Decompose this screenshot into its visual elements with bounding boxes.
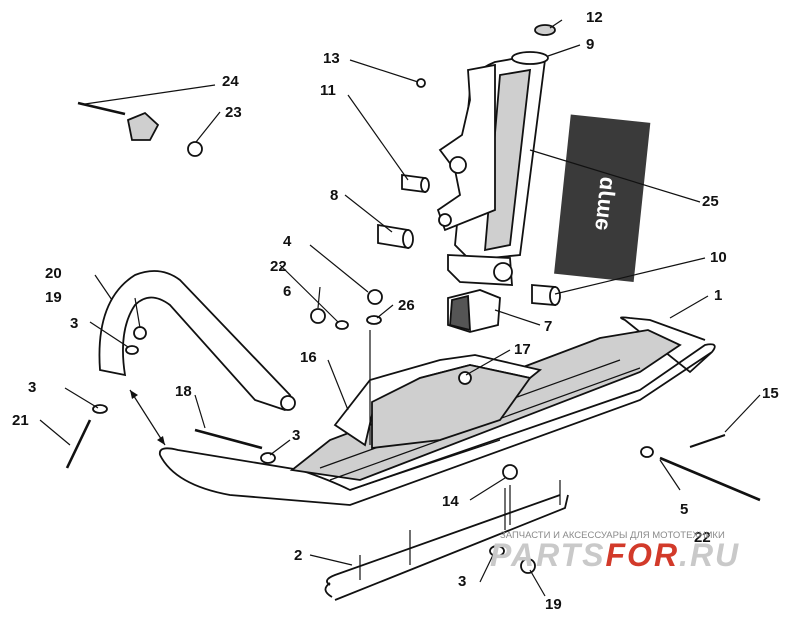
callout-label: 1: [714, 287, 722, 304]
callout-label: 3: [70, 315, 78, 332]
grease-fitting: [416, 78, 426, 88]
callout-label: 4: [283, 233, 292, 250]
watermark-brand: PARTSFOR.RU: [490, 537, 740, 573]
ski-bumper-shade: [449, 294, 471, 332]
spindle-top: [511, 51, 549, 65]
decal: ɘmɿɒ: [554, 114, 651, 282]
watermark-brand-right: .RU: [679, 537, 740, 573]
parts-artwork: ɘmɿɒ: [65, 24, 761, 601]
callout-label: 16: [300, 349, 317, 366]
callout-label: 5: [680, 501, 688, 518]
decal-text: ɘmɿɒ: [587, 175, 617, 231]
decal-panel: [554, 114, 651, 282]
spindle-arm: [436, 63, 496, 232]
callout-label: 14: [442, 493, 459, 510]
bolt: [659, 456, 761, 502]
cotter-pin: [689, 434, 726, 448]
saddle-hole: [458, 371, 472, 385]
callout-label: 3: [458, 573, 466, 590]
watermark-brand-left: PARTS: [490, 537, 606, 573]
bolt: [77, 101, 126, 116]
callout-labels: 1 2 3 3 3 3 4 5 6 7 8 9 10 11 12 13 14 1…: [12, 9, 779, 613]
assembly-arrow: [129, 389, 166, 446]
callout-label: 24: [222, 73, 239, 90]
callout-label: 10: [710, 249, 727, 266]
washer: [335, 320, 349, 330]
nut: [367, 289, 383, 305]
callout-label: 22: [270, 258, 287, 275]
washer: [125, 345, 139, 355]
bushing-end: [549, 286, 561, 306]
handle-end: [280, 395, 296, 411]
bushing-end: [402, 229, 414, 249]
callout-label: 2: [294, 547, 302, 564]
lock-nut: [520, 558, 536, 574]
wear-bar: [324, 494, 569, 601]
lock-nut: [133, 326, 147, 340]
spindle-boss: [449, 156, 467, 174]
spindle-boss: [438, 213, 452, 227]
callout-label: 6: [283, 283, 291, 300]
washer: [260, 452, 276, 464]
callout-label: 15: [762, 385, 779, 402]
spindle-pivot: [493, 262, 513, 282]
bolt: [194, 428, 263, 450]
callout-label: 20: [45, 265, 62, 282]
watermark: ЗАПЧАСТИ И АКСЕССУАРЫ ДЛЯ МОТОТЕХНИКИ PA…: [490, 530, 740, 573]
callout-label: 19: [45, 289, 62, 306]
callout-label: 21: [12, 412, 29, 429]
watermark-subtitle: ЗАПЧАСТИ И АКСЕССУАРЫ ДЛЯ МОТОТЕХНИКИ: [500, 530, 725, 541]
saddle-plate: [371, 364, 532, 450]
lock-nut: [310, 308, 326, 324]
callout-label: 3: [292, 427, 300, 444]
lock-nut: [187, 141, 203, 157]
callout-label: 18: [175, 383, 192, 400]
callout-label: 17: [514, 341, 531, 358]
nut: [502, 464, 518, 480]
washer: [640, 446, 654, 458]
callout-label: 19: [545, 596, 562, 613]
callout-label: 23: [225, 104, 242, 121]
callout-label: 25: [702, 193, 719, 210]
arrow-head: [130, 390, 165, 445]
callout-label: 13: [323, 50, 340, 67]
callout-label: 12: [586, 9, 603, 26]
callout-label: 11: [320, 82, 336, 99]
bolt: [65, 419, 92, 469]
bushing-end: [420, 177, 430, 193]
callout-label: 26: [398, 297, 415, 314]
callout-label: 7: [544, 318, 552, 335]
callout-label: 3: [28, 379, 36, 396]
callout-leaders: [39, 19, 761, 597]
callout-label: 22: [694, 529, 711, 546]
handle: [98, 270, 293, 411]
watermark-brand-mid: FOR: [606, 537, 680, 573]
callout-label: 9: [586, 36, 594, 53]
bracket: [126, 111, 160, 141]
callout-label: 8: [330, 187, 338, 204]
